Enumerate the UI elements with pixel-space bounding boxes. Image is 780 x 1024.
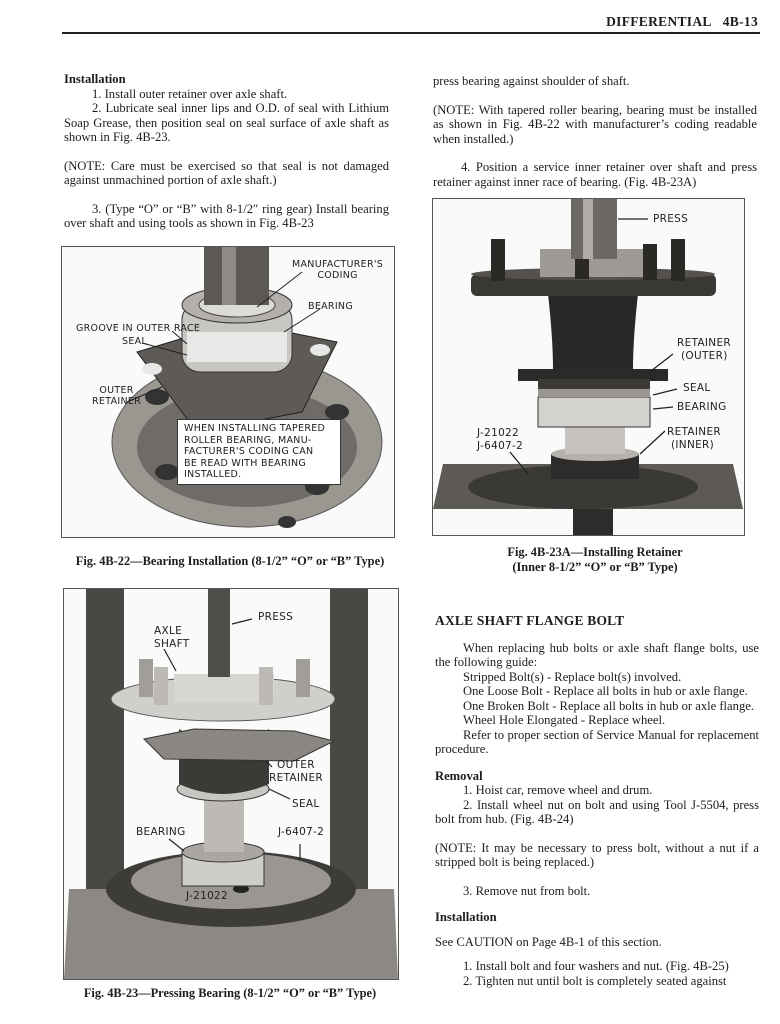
- label-text: SHAFT: [154, 638, 190, 650]
- guide-intro: When replacing hub bolts or axle shaft f…: [435, 640, 759, 670]
- caption-fig-4b-23: Fig. 4B-23—Pressing Bearing (8-1/2” “O” …: [83, 986, 377, 1000]
- callout-line: INSTALLED.: [184, 469, 242, 480]
- guide-item: Wheel Hole Elongated - Replace wheel.: [463, 713, 666, 727]
- label-text: RETAINER: [269, 772, 323, 784]
- label-outer-retainer: OUTER RETAINER: [92, 385, 141, 407]
- label-axle-shaft: AXLE SHAFT: [154, 625, 190, 651]
- caption-fig-4b-22: Fig. 4B-22—Bearing Installation (8-1/2” …: [75, 554, 385, 568]
- guide-item: Refer to proper section of Service Manua…: [435, 727, 759, 757]
- section-title: DIFFERENTIAL: [606, 14, 712, 29]
- label-seal: SEAL: [122, 336, 148, 347]
- callout-line: BE READ WITH BEARING: [184, 457, 307, 469]
- caption-line-1: Fig. 4B-23A—Installing Retainer: [507, 545, 683, 559]
- label-j-6407-2: J-6407-2: [477, 440, 524, 452]
- label-tools: J-21022 J-6407-2: [477, 427, 523, 453]
- installation-step-1: 1. Install bolt and four washers and nut…: [463, 959, 729, 973]
- note-tapered-bearing: (NOTE: With tapered roller bearing, bear…: [433, 102, 757, 146]
- continuation-text: press bearing against shoulder of shaft.: [433, 74, 630, 88]
- label-bearing: BEARING: [136, 826, 186, 838]
- figure-4b-23: PRESS AXLE SHAFT OUTER RETAINER SEAL BEA…: [63, 588, 399, 980]
- installing-retainer-illustration: [433, 199, 743, 535]
- guide-item: One Loose Bolt - Replace all bolts in hu…: [463, 684, 748, 698]
- note-seal: (NOTE: Care must be exercised so that se…: [64, 158, 389, 188]
- running-head: DIFFERENTIAL 4B-13: [606, 14, 758, 30]
- label-j-21022: J-21022: [186, 890, 229, 902]
- guide-item: One Broken Bolt - Replace all bolts in h…: [463, 698, 754, 713]
- label-text: CODING: [317, 270, 358, 281]
- left-column-text: Installation 1. Install outer retainer o…: [64, 72, 389, 231]
- label-text: OUTER: [99, 385, 134, 396]
- step-2: 2. Lubricate seal inner lips and O.D. of…: [64, 101, 389, 144]
- section-heading-axle-shaft-flange-bolt: AXLE SHAFT FLANGE BOLT: [435, 613, 625, 628]
- figure-4b-23a: PRESS RETAINER (OUTER) SEAL BEARING RETA…: [432, 198, 745, 536]
- label-text: (INNER): [671, 439, 715, 451]
- label-bearing: BEARING: [677, 401, 727, 413]
- label-text: RETAINER: [667, 426, 721, 438]
- label-text: RETAINER: [92, 396, 142, 407]
- caption-line-2: (Inner 8-1/2” “O” or “B” Type): [512, 560, 678, 574]
- page-number: 4B-13: [722, 14, 758, 29]
- caption-fig-4b-23a: Fig. 4B-23A—Installing Retainer (Inner 8…: [430, 545, 760, 575]
- removal-step-1: 1. Hoist car, remove wheel and drum.: [463, 783, 653, 797]
- removal-step-3: 3. Remove nut from bolt.: [463, 883, 591, 898]
- figure-4b-22: MANUFACTURER'S CODING BEARING GROOVE IN …: [61, 246, 395, 538]
- label-text: RETAINER: [677, 337, 731, 349]
- label-bearing: BEARING: [308, 301, 353, 312]
- step-3: 3. (Type “O” or “B” with 8-1/2″ ring gea…: [64, 201, 389, 231]
- label-seal: SEAL: [683, 382, 711, 394]
- installation-heading: Installation: [64, 72, 126, 86]
- label-press: PRESS: [258, 611, 294, 623]
- label-text: OUTER: [277, 759, 315, 771]
- removal-heading: Removal: [435, 768, 483, 783]
- installation-step-2: 2. Tighten nut until bolt is completely …: [463, 973, 727, 988]
- step-4: 4. Position a service inner retainer ove…: [433, 160, 757, 189]
- installation-heading: Installation: [435, 910, 497, 924]
- guide-item: Stripped Bolt(s) - Replace bolt(s) invol…: [463, 669, 682, 684]
- removal-note: (NOTE: It may be necessary to press bolt…: [435, 840, 759, 870]
- label-j-21022: J-21022: [477, 427, 520, 439]
- label-retainer-outer: RETAINER (OUTER): [677, 337, 731, 363]
- callout-line: WHEN INSTALLING TAPERED: [184, 423, 326, 434]
- label-seal: SEAL: [292, 798, 320, 810]
- callout-line: FACTURER'S CODING CAN: [184, 446, 314, 457]
- label-text: (OUTER): [681, 350, 728, 362]
- tapered-bearing-callout: WHEN INSTALLING TAPERED ROLLER BEARING, …: [177, 419, 341, 485]
- label-manufacturers-coding: MANUFACTURER'S CODING: [292, 259, 383, 281]
- page-header: DIFFERENTIAL 4B-13: [62, 10, 760, 34]
- right-column-top-text: press bearing against shoulder of shaft.…: [433, 74, 757, 189]
- right-column-flange-bolt-section: AXLE SHAFT FLANGE BOLT When replacing hu…: [435, 613, 759, 988]
- pressing-bearing-illustration: [64, 589, 398, 979]
- label-retainer-inner: RETAINER (INNER): [667, 426, 721, 452]
- callout-line: ROLLER BEARING, MANU-: [184, 434, 312, 446]
- label-j-6407-2: J-6407-2: [278, 826, 325, 838]
- caution-reference: See CAUTION on Page 4B-1 of this section…: [435, 934, 662, 949]
- label-press: PRESS: [653, 213, 689, 225]
- label-text: AXLE: [154, 625, 183, 637]
- label-outer-retainer: OUTER RETAINER: [269, 759, 323, 785]
- step-1: 1. Install outer retainer over axle shaf…: [92, 86, 288, 101]
- removal-step-2: 2. Install wheel nut on bolt and using T…: [435, 797, 759, 827]
- label-text: MANUFACTURER'S: [292, 259, 384, 270]
- label-groove-in-outer-race: GROOVE IN OUTER RACE: [76, 323, 201, 334]
